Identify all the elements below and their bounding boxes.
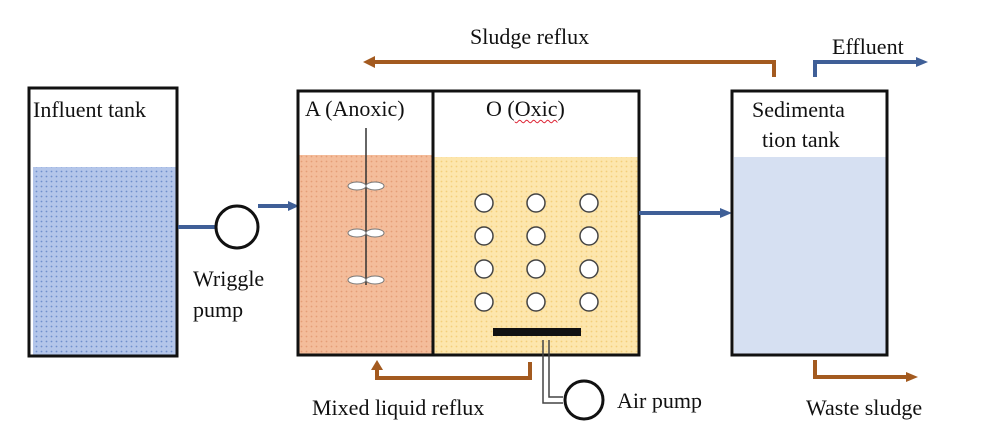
influent-tank [27,86,179,358]
wriggle-pump [214,204,260,250]
influent-tank-label: Influent tank [33,97,147,122]
air-bubble [579,193,599,213]
air-bubble [526,259,546,279]
air-bubble [526,193,546,213]
sedimentation-tank-outline [730,89,889,357]
air-pump-label: Air pump [617,388,702,413]
sedimentation-label-line2: tion tank [762,127,840,152]
air-pipe [542,340,563,404]
air-bubble [579,259,599,279]
oxic-liquid [433,157,638,355]
air-bubble [579,292,599,312]
sedimentation-label-line1: Sedimenta [752,97,845,122]
mixed-liquid-reflux-label: Mixed liquid reflux [312,395,485,420]
oxic-label-suffix: ) [557,96,565,121]
air-bubble [474,226,494,246]
effluent-label: Effluent [832,34,904,59]
aerator-diffuser [493,328,581,336]
air-pump [563,379,605,421]
mixer-impeller [347,181,385,191]
influent-water [33,167,178,355]
reactor [296,89,641,357]
waste-sludge-label: Waste sludge [806,395,923,420]
air-bubble [474,193,494,213]
mixer-impeller [347,275,385,285]
sedimentation-liquid [734,157,886,354]
air-bubble [526,226,546,246]
oxic-label-word: Oxic [514,96,558,121]
waste-sludge-arrow [813,360,918,382]
pump-to-anoxic-arrowhead [288,201,299,211]
influent-tank-outline [27,86,179,358]
air-bubbles [474,193,599,312]
sludge-reflux-label: Sludge reflux [470,24,590,49]
effluent-arrow [813,57,928,77]
anoxic-label: A (Anoxic) [305,96,405,121]
air-bubble [474,259,494,279]
mixed-liquid-reflux-arrow [371,360,532,380]
air-bubble [474,292,494,312]
wriggle-pump-label-line1: Wriggle [193,266,265,291]
sedimentation-tank [730,89,889,357]
reactor-outline [296,89,641,357]
air-bubble [526,292,546,312]
wriggle-pump-label-line2: pump [193,297,244,322]
air-bubble [579,226,599,246]
mixer [347,128,385,285]
oxic-label: O (Oxic) [486,96,565,121]
reactor-to-sedimentation-arrowhead [720,208,732,218]
mixer-impeller [347,228,385,238]
sludge-reflux-arrow [363,56,776,77]
oxic-label-prefix: O ( [486,96,515,121]
